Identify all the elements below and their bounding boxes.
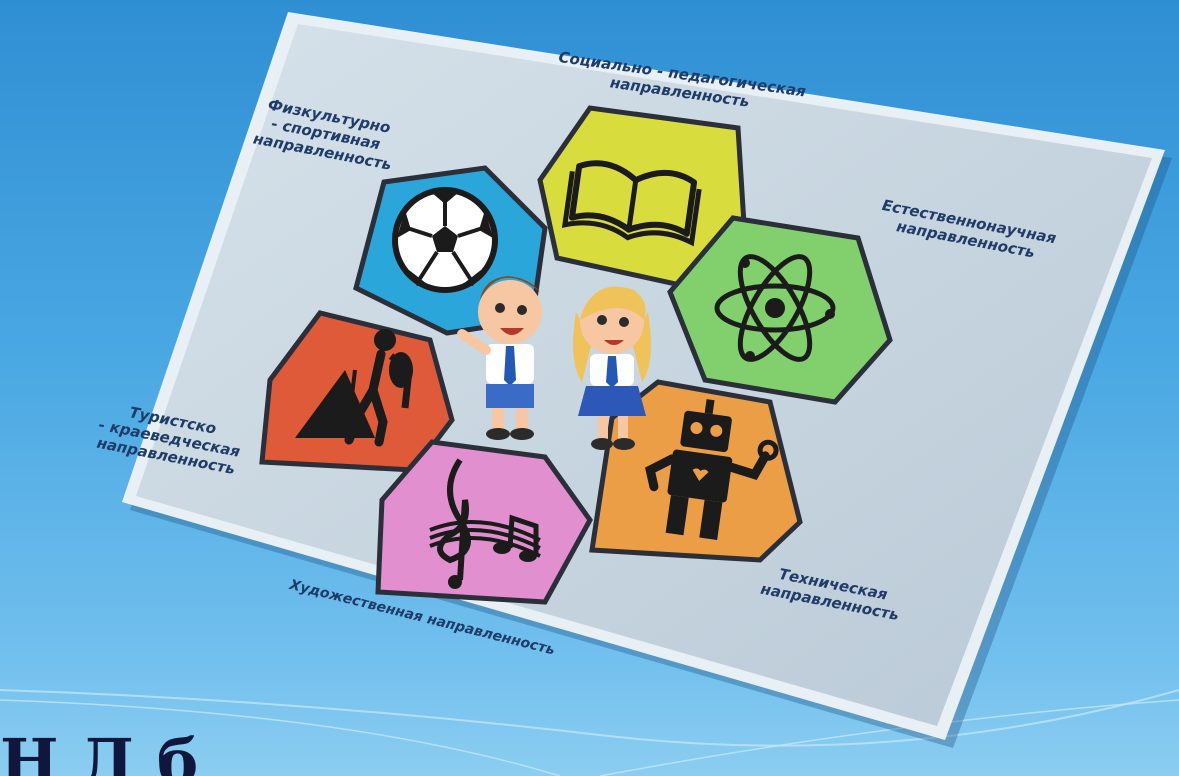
girl-figure — [573, 286, 651, 450]
boy-figure — [457, 276, 542, 440]
soccer-ball-icon — [392, 187, 498, 293]
footer-text: Н Д б — [0, 725, 199, 776]
hiker-icon — [295, 329, 413, 447]
atom-icon — [714, 254, 836, 362]
music-notes-icon — [429, 458, 541, 589]
children-icon — [457, 276, 651, 450]
robot-icon — [645, 399, 779, 541]
book-icon — [561, 160, 702, 247]
